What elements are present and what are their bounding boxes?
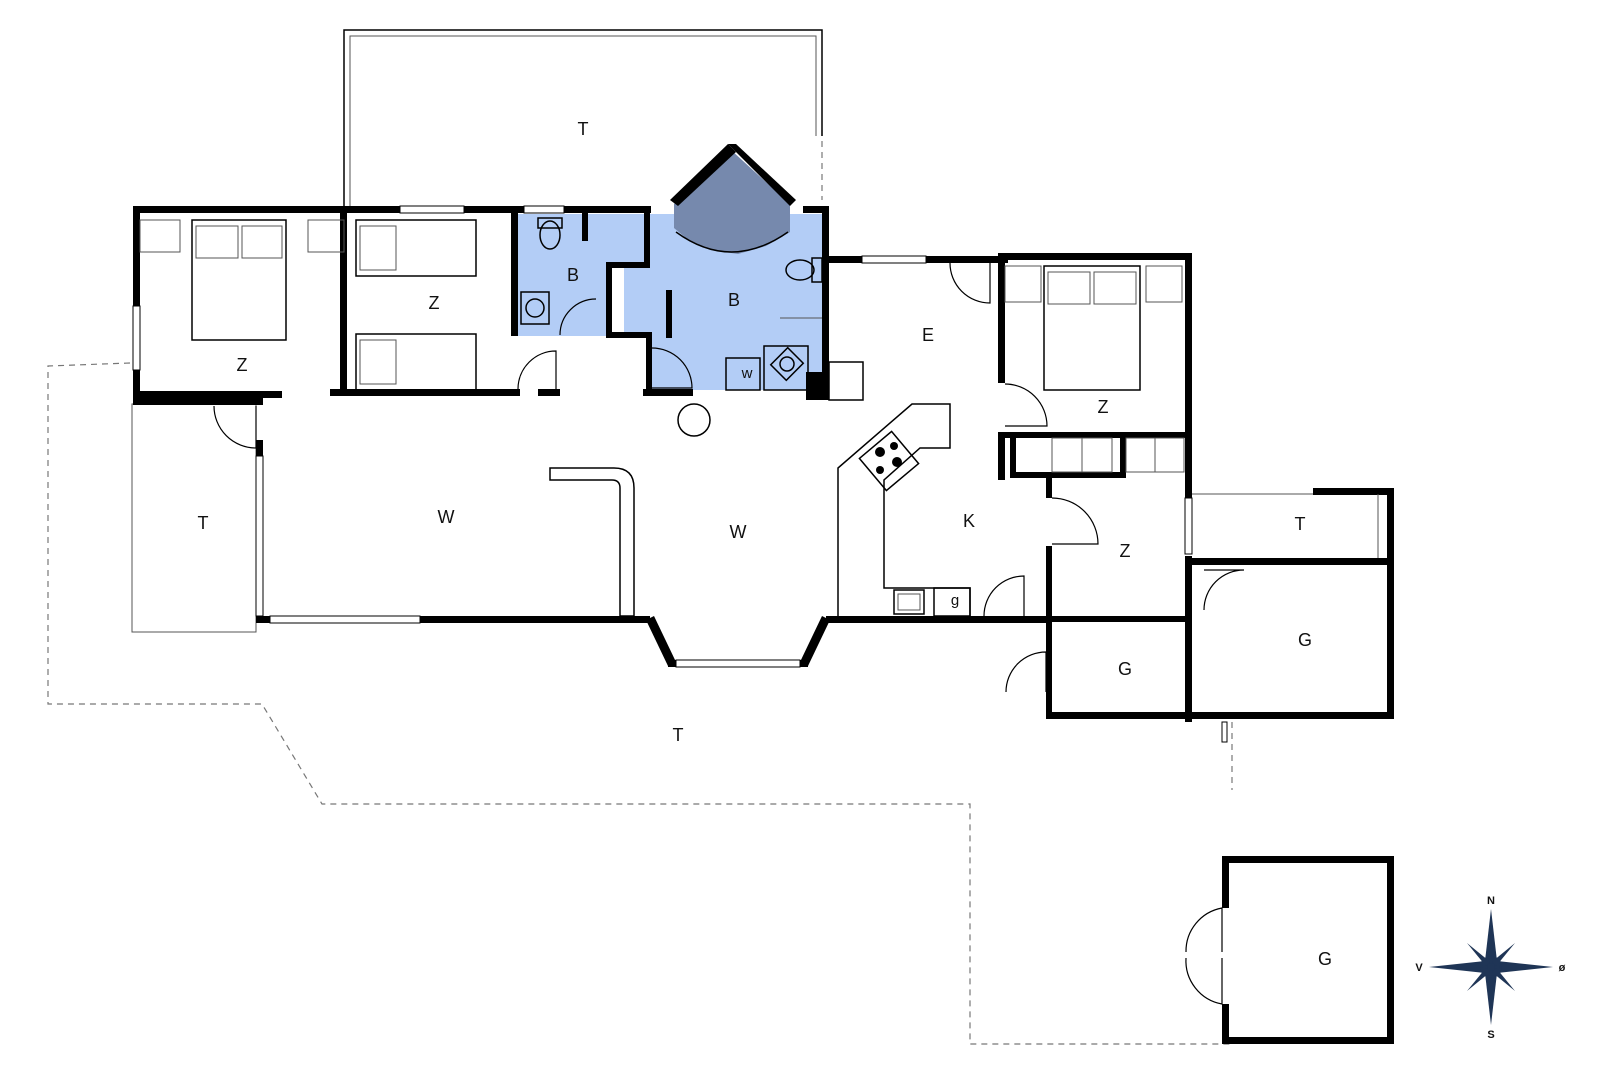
room-label-bedroom-east: Z xyxy=(1098,397,1109,417)
room-label-entrance: E xyxy=(922,325,934,345)
room-label-bath-large: B xyxy=(728,290,740,310)
doors xyxy=(213,262,1245,1005)
room-label-bedroom-twin: Z xyxy=(429,293,440,313)
windows xyxy=(132,205,1228,743)
room-label-dishwasher: g xyxy=(951,592,959,609)
compass-north: N xyxy=(1487,895,1495,907)
room-label-bedroom-small: Z xyxy=(1120,541,1131,561)
room-labels: T Z Z B B w E Z T W W K g Z T G G T G xyxy=(198,119,1333,969)
compass-east: ø xyxy=(1559,962,1566,974)
room-label-annex: G xyxy=(1318,949,1332,969)
bay-window-shade xyxy=(674,150,790,254)
room-label-bath-small: B xyxy=(567,265,579,285)
terrace-outlines xyxy=(47,130,1233,1045)
room-label-terrace-south: T xyxy=(673,725,684,745)
room-label-storage-large: G xyxy=(1298,630,1312,650)
room-label-storage-small: G xyxy=(1118,659,1132,679)
compass-west: V xyxy=(1415,962,1423,974)
room-label-terrace-west: T xyxy=(198,513,209,533)
room-label-living-left: W xyxy=(438,507,455,527)
north-terrace-rail xyxy=(343,29,823,208)
compass-south: S xyxy=(1487,1029,1494,1041)
room-label-living-right: W xyxy=(730,522,747,542)
compass-rose: N S V ø xyxy=(1415,895,1565,1041)
room-label-terrace-east: T xyxy=(1295,514,1306,534)
west-terrace-outline xyxy=(131,403,257,633)
room-label-bedroom-west: Z xyxy=(237,355,248,375)
room-label-washer: w xyxy=(741,365,753,382)
furniture xyxy=(139,217,1379,617)
room-label-kitchen: K xyxy=(963,511,975,531)
room-label-terrace-north: T xyxy=(578,119,589,139)
